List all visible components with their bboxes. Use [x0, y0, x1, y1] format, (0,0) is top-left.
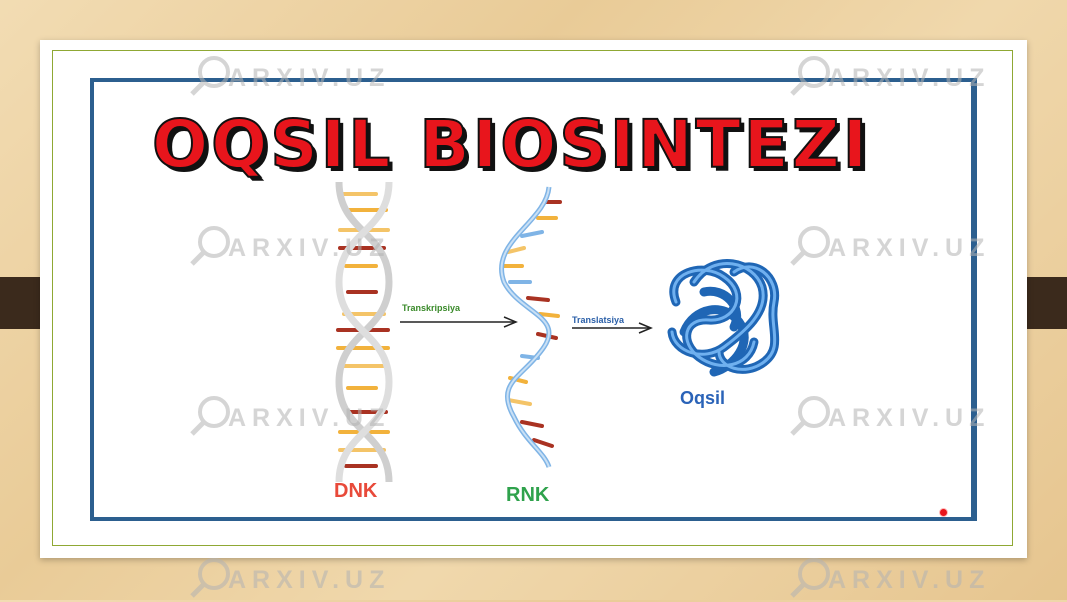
magnifier-icon [790, 226, 830, 266]
slide-title: OQSIL BIOSINTEZI [151, 105, 871, 184]
rna-strand [499, 186, 562, 468]
translation-label: Translatsiya [572, 315, 625, 325]
transcription-arrow [400, 316, 518, 328]
watermark: ARXIV.UZ [190, 226, 390, 266]
watermark: ARXIV.UZ [190, 56, 390, 96]
translation-arrow [572, 322, 653, 334]
magnifier-icon [190, 226, 230, 266]
watermark: ARXIV.UZ [790, 226, 990, 266]
slide-card: OQSIL BIOSINTEZI [40, 40, 1027, 558]
slide-inner-border [52, 50, 1013, 546]
magnifier-icon [790, 56, 830, 96]
watermark: ARXIV.UZ [190, 396, 390, 436]
arrow-right-icon [503, 316, 518, 328]
watermark: ARXIV.UZ [790, 56, 990, 96]
dna-label: DNK [334, 480, 378, 502]
magnifier-icon [190, 396, 230, 436]
protein-globule [667, 259, 780, 377]
transcription-label: Transkripsiya [402, 303, 461, 313]
magnifier-icon [190, 558, 230, 598]
watermark: ARXIV.UZ [790, 396, 990, 436]
dna-helix [335, 181, 393, 483]
watermark: ARXIV.UZ [790, 558, 990, 598]
diagram-board: OQSIL BIOSINTEZI [90, 78, 977, 521]
arrow-right-icon [638, 322, 653, 334]
magnifier-icon [790, 396, 830, 436]
biosynthesis-diagram [335, 181, 780, 483]
magnifier-icon [790, 558, 830, 598]
record-dot-icon [939, 508, 948, 517]
watermark: ARXIV.UZ [190, 558, 390, 598]
protein-label: Oqsil [680, 388, 726, 408]
magnifier-icon [190, 56, 230, 96]
rna-label: RNK [506, 484, 550, 506]
